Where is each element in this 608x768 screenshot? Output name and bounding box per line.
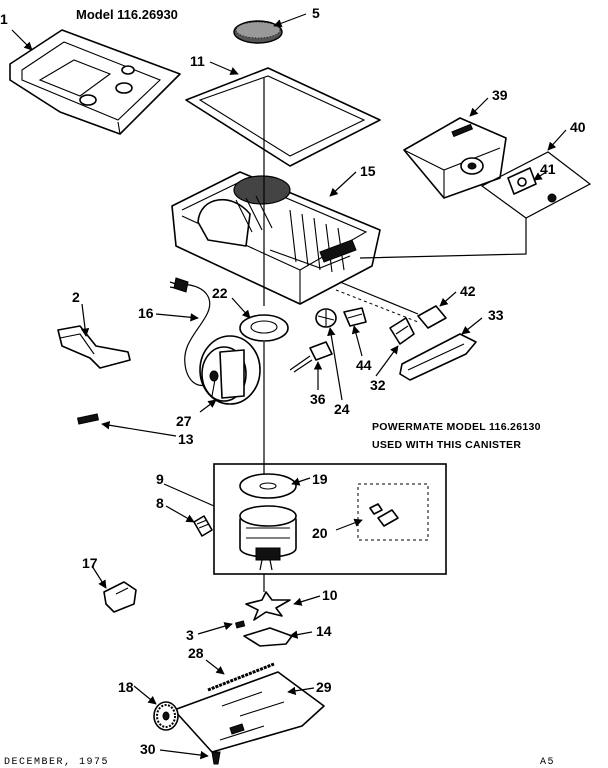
part-32-bracket xyxy=(389,317,415,345)
callout-13: 13 xyxy=(178,431,194,447)
callout-30: 30 xyxy=(140,741,156,757)
callout-27: 27 xyxy=(176,413,192,429)
part-36-connector xyxy=(289,341,333,373)
callout-28: 28 xyxy=(188,645,204,661)
part-44-clip xyxy=(343,307,367,327)
callout-14: 14 xyxy=(316,623,332,639)
note-line-2: USED WITH THIS CANISTER xyxy=(372,439,521,451)
callout-40: 40 xyxy=(570,119,586,135)
callout-5: 5 xyxy=(312,5,320,21)
part-3-spacer xyxy=(235,620,246,629)
callout-20: 20 xyxy=(312,525,328,541)
part-20-dashed-box xyxy=(357,483,429,541)
callout-16: 16 xyxy=(138,305,154,321)
callout-41: 41 xyxy=(540,161,556,177)
callout-33: 33 xyxy=(488,307,504,323)
callout-42: 42 xyxy=(460,283,476,299)
part-8-bushing xyxy=(193,515,213,537)
callout-9: 9 xyxy=(156,471,164,487)
callout-labels: 1 5 11 15 39 40 41 2 16 22 42 33 44 32 2… xyxy=(0,5,586,757)
part-5-filter-disc xyxy=(233,20,283,44)
callout-22: 22 xyxy=(212,285,228,301)
part-20-brushes xyxy=(369,503,399,527)
part-13-shim xyxy=(77,413,99,425)
footer-date: DECEMBER, 1975 xyxy=(4,757,109,768)
part-39-inlet-bracket xyxy=(403,117,507,199)
part-18-wheel xyxy=(153,701,179,731)
part-10-star-bracket xyxy=(245,591,291,621)
callout-18: 18 xyxy=(118,679,134,695)
callout-11: 11 xyxy=(190,53,205,69)
callout-3: 3 xyxy=(186,627,194,643)
part-24-wheel xyxy=(315,308,337,328)
callout-24: 24 xyxy=(334,401,350,417)
note-line-1: POWERMATE MODEL 116.26130 xyxy=(372,421,541,433)
callout-44: 44 xyxy=(356,357,372,373)
part-11-gasket xyxy=(185,67,381,167)
part-22-grommet xyxy=(239,314,289,342)
callout-2: 2 xyxy=(72,289,80,305)
callout-17: 17 xyxy=(82,555,98,571)
part-29-base-plate xyxy=(173,671,325,753)
callout-1: 1 xyxy=(0,11,8,27)
callout-32: 32 xyxy=(370,377,386,393)
part-1-top-cover xyxy=(9,29,181,135)
callout-36: 36 xyxy=(310,391,326,407)
part-42-terminal-plug xyxy=(335,281,447,329)
footer-code: A5 xyxy=(540,757,555,768)
part-15-canister-body xyxy=(171,171,381,305)
callout-29: 29 xyxy=(316,679,332,695)
callout-39: 39 xyxy=(492,87,508,103)
callout-15: 15 xyxy=(360,163,376,179)
part-17-switch xyxy=(103,581,137,613)
leader-lines xyxy=(11,13,567,760)
part-2-clip xyxy=(57,325,131,369)
part-14-bumper xyxy=(243,627,293,647)
callout-10: 10 xyxy=(322,587,338,603)
part-27-cord-reel xyxy=(199,335,261,405)
diagram-title: Model 116.26930 xyxy=(76,7,178,22)
part-16-power-cord xyxy=(169,277,211,387)
part-33-switch-lever xyxy=(399,333,477,381)
motor-group-box xyxy=(213,463,447,575)
callout-19: 19 xyxy=(312,471,328,487)
part-40-switch-assembly xyxy=(359,151,592,259)
part-30-screw xyxy=(211,751,221,765)
callout-8: 8 xyxy=(156,495,164,511)
part-19-fan xyxy=(239,473,297,499)
part-9-motor xyxy=(239,505,297,571)
